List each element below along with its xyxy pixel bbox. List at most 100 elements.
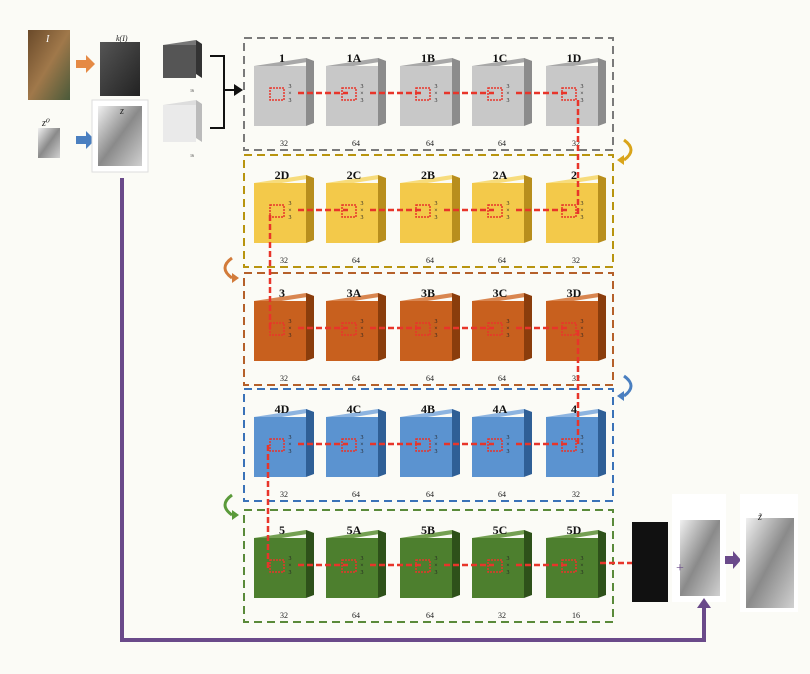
output-label: z̃ bbox=[757, 512, 762, 523]
block-1-kernel: 3 bbox=[289, 98, 292, 104]
block-4D-receptive-field bbox=[269, 438, 285, 452]
block-2D-face bbox=[254, 183, 306, 243]
block-1-label: 1 bbox=[279, 51, 285, 65]
block-1-channels: 32 bbox=[280, 139, 288, 148]
block-5D-kernel: × bbox=[580, 563, 583, 569]
block-1C-label: 1C bbox=[493, 51, 508, 65]
block-5-kernel: 3 bbox=[289, 556, 292, 562]
small-block-bottom bbox=[163, 100, 202, 142]
block-4C-channels: 64 bbox=[352, 490, 360, 499]
block-5B-kernel: × bbox=[434, 563, 437, 569]
block-5D-kernel: 3 bbox=[581, 570, 584, 576]
kI-label: k(I) bbox=[116, 34, 128, 43]
block-3D-kernel: 3 bbox=[581, 319, 584, 325]
block-1-receptive-field bbox=[269, 87, 285, 101]
block-2A-kernel: 3 bbox=[507, 201, 510, 207]
block-2C-receptive-field bbox=[341, 204, 357, 218]
plus-sign: + bbox=[676, 561, 684, 576]
block-5A-kernel: 3 bbox=[361, 556, 364, 562]
block-5C-kernel: × bbox=[506, 563, 509, 569]
block-3-kernel: 3 bbox=[289, 319, 292, 325]
block-3-kernel: 3 bbox=[289, 333, 292, 339]
block-2D-receptive-field bbox=[269, 204, 285, 218]
block-4B-label: 4B bbox=[421, 402, 435, 416]
kI-feature bbox=[100, 42, 140, 96]
block-3B-channels: 64 bbox=[426, 374, 434, 383]
small-block-top bbox=[163, 40, 202, 78]
block-3A-label: 3A bbox=[347, 286, 362, 300]
block-1A-label: 1A bbox=[347, 51, 362, 65]
block-5C-receptive-field bbox=[487, 559, 503, 573]
block-5B-label: 5B bbox=[421, 523, 435, 537]
block-2B-kernel: 3 bbox=[435, 201, 438, 207]
small-block-bottom-ch: 16 bbox=[190, 153, 194, 158]
block-5C-channels: 32 bbox=[498, 611, 506, 620]
block-5-kernel: 3 bbox=[289, 570, 292, 576]
block-2D-label: 2D bbox=[275, 168, 290, 182]
block-1B-kernel: × bbox=[434, 91, 437, 97]
curve-arrow-3-icon bbox=[623, 374, 633, 398]
block-4A-label: 4A bbox=[493, 402, 508, 416]
block-1C-kernel: 3 bbox=[507, 98, 510, 104]
block-5B-kernel: 3 bbox=[435, 570, 438, 576]
small-block-top-ch: 16 bbox=[190, 88, 194, 93]
block-1C-kernel: × bbox=[506, 91, 509, 97]
block-5B-channels: 64 bbox=[426, 611, 434, 620]
block-3-label: 3 bbox=[279, 286, 285, 300]
block-5A-kernel: × bbox=[360, 563, 363, 569]
block-3C-kernel: 3 bbox=[507, 319, 510, 325]
block-1D-kernel: × bbox=[580, 91, 583, 97]
block-2C-kernel: 3 bbox=[361, 215, 364, 221]
block-1C-channels: 64 bbox=[498, 139, 506, 148]
blue-arrow-icon bbox=[76, 131, 95, 149]
block-3D-kernel: × bbox=[580, 326, 583, 332]
block-2C-label: 2C bbox=[347, 168, 362, 182]
block-5C-face bbox=[472, 538, 524, 598]
block-4B-channels: 64 bbox=[426, 490, 434, 499]
block-4C-kernel: 3 bbox=[361, 449, 364, 455]
row-2-frame bbox=[243, 154, 614, 268]
block-2-kernel: 3 bbox=[581, 201, 584, 207]
block-1-kernel: × bbox=[288, 91, 291, 97]
block-4-kernel: 3 bbox=[581, 435, 584, 441]
block-3C-label: 3C bbox=[493, 286, 508, 300]
block-3-channels: 32 bbox=[280, 374, 288, 383]
curve-arrow-3-icon-head bbox=[617, 391, 624, 401]
block-5A-channels: 64 bbox=[352, 611, 360, 620]
zhat-label: z bbox=[119, 106, 124, 117]
purple-arrow-icon bbox=[725, 551, 741, 569]
block-2D-kernel: × bbox=[288, 208, 291, 214]
block-4B-kernel: 3 bbox=[435, 435, 438, 441]
block-3B-face bbox=[400, 301, 452, 361]
block-2D-channels: 32 bbox=[280, 256, 288, 265]
block-3A-channels: 64 bbox=[352, 374, 360, 383]
block-3A-kernel: 3 bbox=[361, 319, 364, 325]
block-5D-channels: 16 bbox=[572, 611, 580, 620]
block-3D-face bbox=[546, 301, 598, 361]
block-5A-receptive-field bbox=[341, 559, 357, 573]
skip-arrow-icon bbox=[697, 598, 711, 608]
row-5-frame bbox=[243, 509, 614, 623]
block-1D-kernel: 3 bbox=[581, 84, 584, 90]
block-4D-channels: 32 bbox=[280, 490, 288, 499]
block-5-channels: 32 bbox=[280, 611, 288, 620]
block-3D-channels: 32 bbox=[572, 374, 580, 383]
block-1A-receptive-field bbox=[341, 87, 357, 101]
block-1B-kernel: 3 bbox=[435, 98, 438, 104]
block-4D-label: 4D bbox=[275, 402, 290, 416]
block-4-kernel: × bbox=[580, 442, 583, 448]
zhat-feature-content bbox=[98, 106, 142, 166]
